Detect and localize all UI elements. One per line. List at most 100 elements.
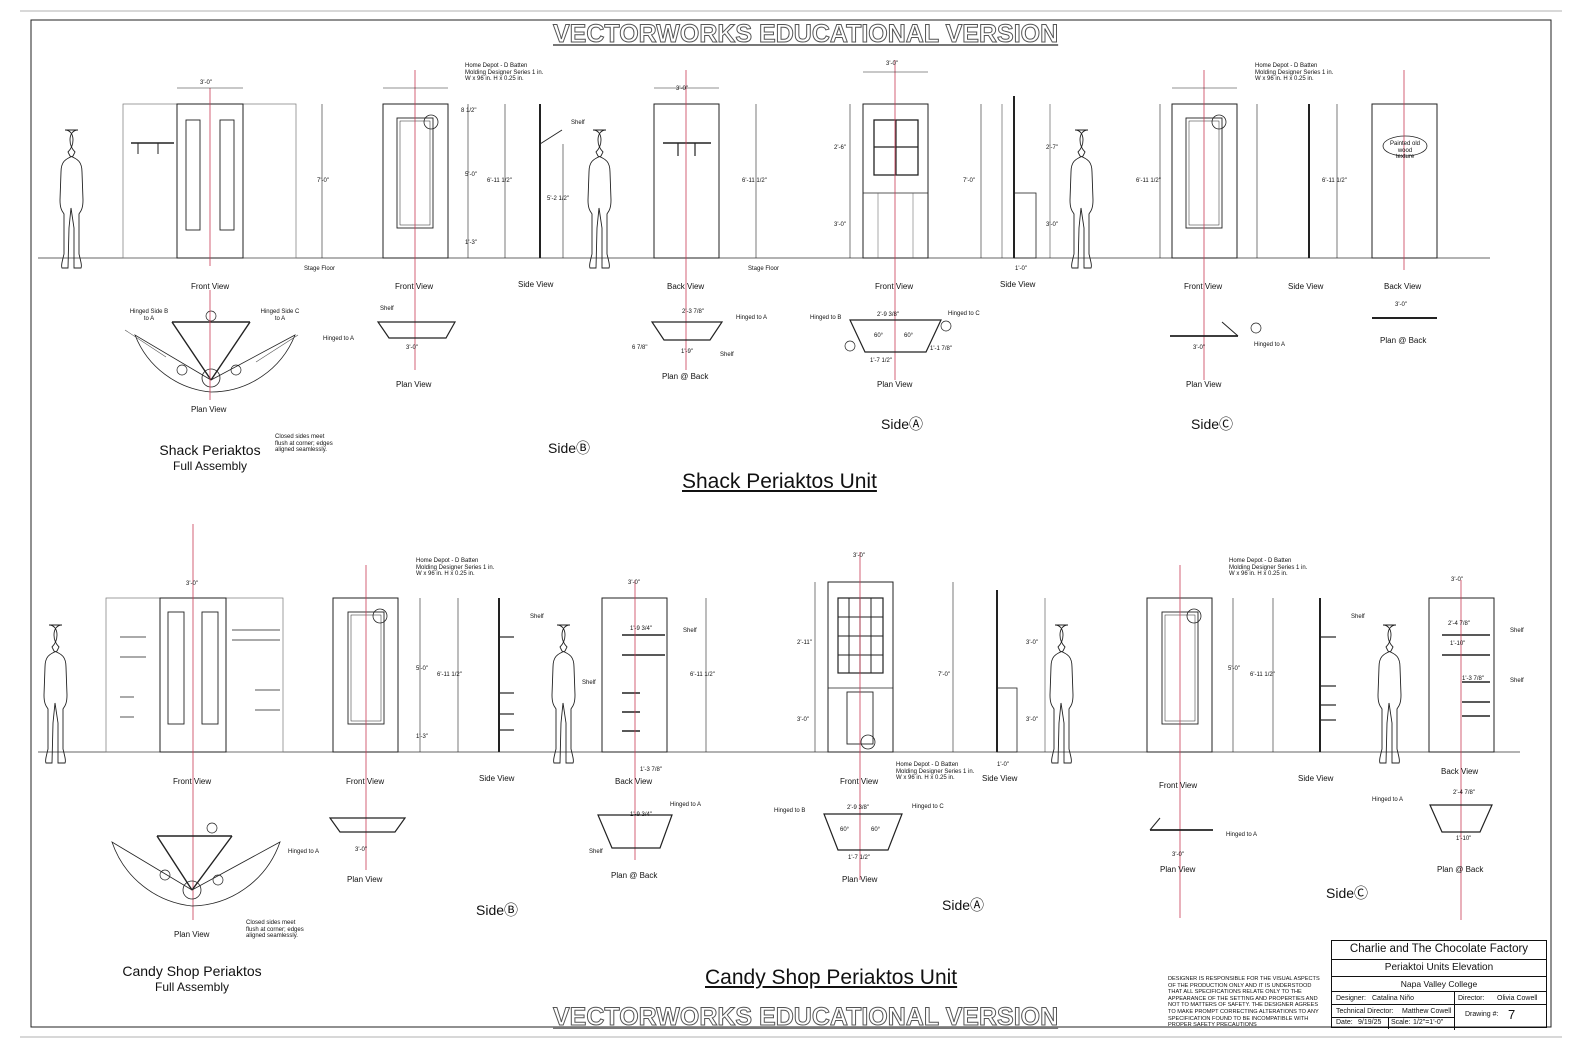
shack-closed-sides-note: Closed sides meet flush at corner; edges… — [275, 434, 333, 453]
candy-a-molding-note: Home Depot - D Batten Molding Designer S… — [896, 762, 975, 781]
dim-candy-c-6-11: 6'-11 1/2" — [1250, 672, 1275, 678]
shack-assembly-name: Shack Periaktos — [159, 442, 261, 458]
candy-plan-shelf-note: Shelf — [589, 849, 603, 855]
candy-c-back-label: Back View — [1441, 767, 1479, 776]
dim-candy-b-plan-width: 3'-0" — [355, 847, 367, 853]
dim-candy-a-height: 7'-0" — [938, 672, 950, 678]
dim-candy-back-1-93: 1'-9 3/4" — [630, 626, 652, 632]
candy-b-molding-note: Home Depot - D Batten Molding Designer S… — [416, 558, 495, 577]
dim-shack-a-3-0: 3'-0" — [834, 222, 846, 228]
candy-a-plan-label: Plan View — [842, 875, 878, 884]
td-label: Technical Director: — [1336, 1008, 1394, 1015]
dim-candy-assembly-width: 3'-0" — [186, 581, 198, 587]
candy-b-plan-back-label: Plan @ Back — [611, 871, 658, 880]
shack-b-side-label: Side View — [518, 280, 554, 289]
candy-a-hinged-c-note: Hinged to C — [912, 804, 944, 810]
shack-unit-title: Shack Periaktos Unit — [682, 470, 877, 493]
designer-name: Catalina Niño — [1372, 995, 1415, 1002]
shack-c-side-label: Side View — [1288, 282, 1324, 291]
dim-candy-b-1-3: 1'-3" — [416, 734, 428, 740]
shack-c-front-label: Front View — [1184, 282, 1223, 291]
candy-assembly-sub: Full Assembly — [154, 980, 230, 994]
scale-label: Scale: — [1391, 1019, 1411, 1026]
td-name: Matthew Cowell — [1402, 1008, 1452, 1015]
dim-candy-aside-3-0: 3'-0" — [1026, 640, 1038, 646]
director-label: Director: — [1458, 995, 1485, 1002]
dim-shack-c-plan-width: 3'-0" — [1193, 345, 1205, 351]
stage-floor-note-1: Stage Floor — [304, 266, 336, 272]
watermark-top: VECTORWORKS EDUCATIONAL VERSION — [552, 20, 1059, 49]
dim-shack-a-plan-60-l: 60° — [874, 333, 884, 339]
candy-back-shelf-note-2: Shelf — [582, 680, 596, 686]
dim-shack-b-8-1-2: 8 1/2" — [461, 108, 477, 114]
title-block: Charlie and The Chocolate Factory Periak… — [1331, 940, 1547, 1030]
dim-candy-a-3-0: 3'-0" — [797, 717, 809, 723]
candy-b-plan-label: Plan View — [347, 875, 383, 884]
candy-b-back-label: Back View — [615, 777, 653, 786]
dim-candy-a-plan-2-9: 2'-9 3/8" — [847, 805, 869, 811]
candy-back-hinged-note: Hinged to A — [670, 802, 702, 808]
designer-label: Designer: — [1336, 995, 1366, 1002]
sheet-title: Periaktoi Units Elevation — [1384, 962, 1494, 973]
candy-side-shelf-note: Shelf — [530, 614, 544, 620]
candy-unit-title: Candy Shop Periaktos Unit — [705, 966, 958, 989]
dim-candy-back-width: 3'-0" — [628, 580, 640, 586]
hinged-c-a-note: Hinged Side C to A — [260, 309, 300, 322]
shack-assembly-front-label: Front View — [191, 282, 230, 291]
dim-shack-a-plan-1-7: 1'-7 1/2" — [870, 358, 892, 364]
scale-value: 1/2"=1'-0" — [1413, 1019, 1444, 1026]
candy-c-side-label: Side View — [1298, 774, 1334, 783]
dim-candy-back-6-11: 6'-11 1/2" — [690, 672, 715, 678]
dim-candy-a-plan-60-r: 60° — [871, 827, 881, 833]
candy-closed-sides-note: Closed sides meet flush at corner; edges… — [246, 920, 304, 939]
dim-candy-back-1-37: 1'-3 7/8" — [640, 767, 662, 773]
dim-shack-aside-1-0: 1'-0" — [1015, 266, 1027, 272]
dim-shack-back-6-11: 6'-11 1/2" — [742, 178, 767, 184]
shack-b-molding-note: Home Depot - D Batten Molding Designer S… — [465, 63, 544, 82]
shack-c-back-label: Back View — [1384, 282, 1422, 291]
dim-candy-aside-1-0: 1'-0" — [997, 762, 1009, 768]
dim-candy-aside-3-0b: 3'-0" — [1026, 717, 1038, 723]
dim-shack-a-width: 3'-0" — [886, 61, 898, 67]
dim-candy-cback-1-10: 1'-10" — [1450, 641, 1466, 647]
drawing-number: 7 — [1508, 1007, 1516, 1022]
shack-a-hinged-b-note: Hinged to B — [810, 315, 842, 321]
show-title: Charlie and The Chocolate Factory — [1349, 943, 1529, 955]
dim-shack-a-2-6: 2'-6" — [834, 145, 846, 151]
dim-candy-cback-plan-1-10: 1'-10" — [1456, 836, 1472, 842]
candy-cback-shelf-note-2: Shelf — [1510, 678, 1524, 684]
candy-side-b-title: SideⒷ — [476, 902, 519, 918]
candy-a-front-label: Front View — [840, 777, 879, 786]
candy-a-hinged-b-note: Hinged to B — [774, 808, 806, 814]
dim-candy-a-plan-60-l: 60° — [840, 827, 850, 833]
candy-back-shelf-note: Shelf — [683, 628, 697, 634]
drawing-number-label: Drawing #: — [1465, 1011, 1499, 1018]
dim-candy-plan-1-93: 1'-9 3/4" — [630, 812, 652, 818]
dim-shack-b-1-3: 1'-3" — [465, 240, 477, 246]
candy-assembly-plan-label: Plan View — [174, 930, 210, 939]
school-name: Napa Valley College — [1400, 979, 1478, 989]
dim-shack-a-plan-60-r: 60° — [904, 333, 914, 339]
shack-c-plan-back-label: Plan @ Back — [1380, 336, 1427, 345]
dim-shack-aside-3-0: 3'-0" — [1046, 222, 1058, 228]
shack-a-hinged-c-note: Hinged to C — [948, 311, 980, 317]
director-name: Olivia Cowell — [1497, 995, 1538, 1002]
shack-b-plan-label: Plan View — [396, 380, 432, 389]
painted-note: Painted old wood texture — [1389, 141, 1421, 160]
shack-b-hinged-note: Hinged to A — [323, 336, 355, 342]
candy-c-plan-label: Plan View — [1160, 865, 1196, 874]
dim-shack-b-5-0: 5'-0" — [465, 172, 477, 178]
shack-c-molding-note: Home Depot - D Batten Molding Designer S… — [1255, 63, 1334, 82]
candy-c-plan-back-label: Plan @ Back — [1437, 865, 1484, 874]
dim-candy-b-5-0: 5'-0" — [416, 666, 428, 672]
candy-side-a-title: SideⒶ — [942, 897, 985, 913]
candy-b-side-label: Side View — [479, 774, 515, 783]
dim-candy-b-6-11: 6'-11 1/2" — [437, 672, 462, 678]
dim-shack-plan-2-3: 2'-3 7/8" — [682, 309, 704, 315]
dim-candy-c-plan-width: 3'-0" — [1172, 852, 1184, 858]
candy-assembly-name: Candy Shop Periaktos — [122, 963, 262, 979]
shack-side-c-title: SideⒸ — [1191, 416, 1234, 432]
dim-shack-b-6-11: 6'-11 1/2" — [487, 178, 512, 184]
